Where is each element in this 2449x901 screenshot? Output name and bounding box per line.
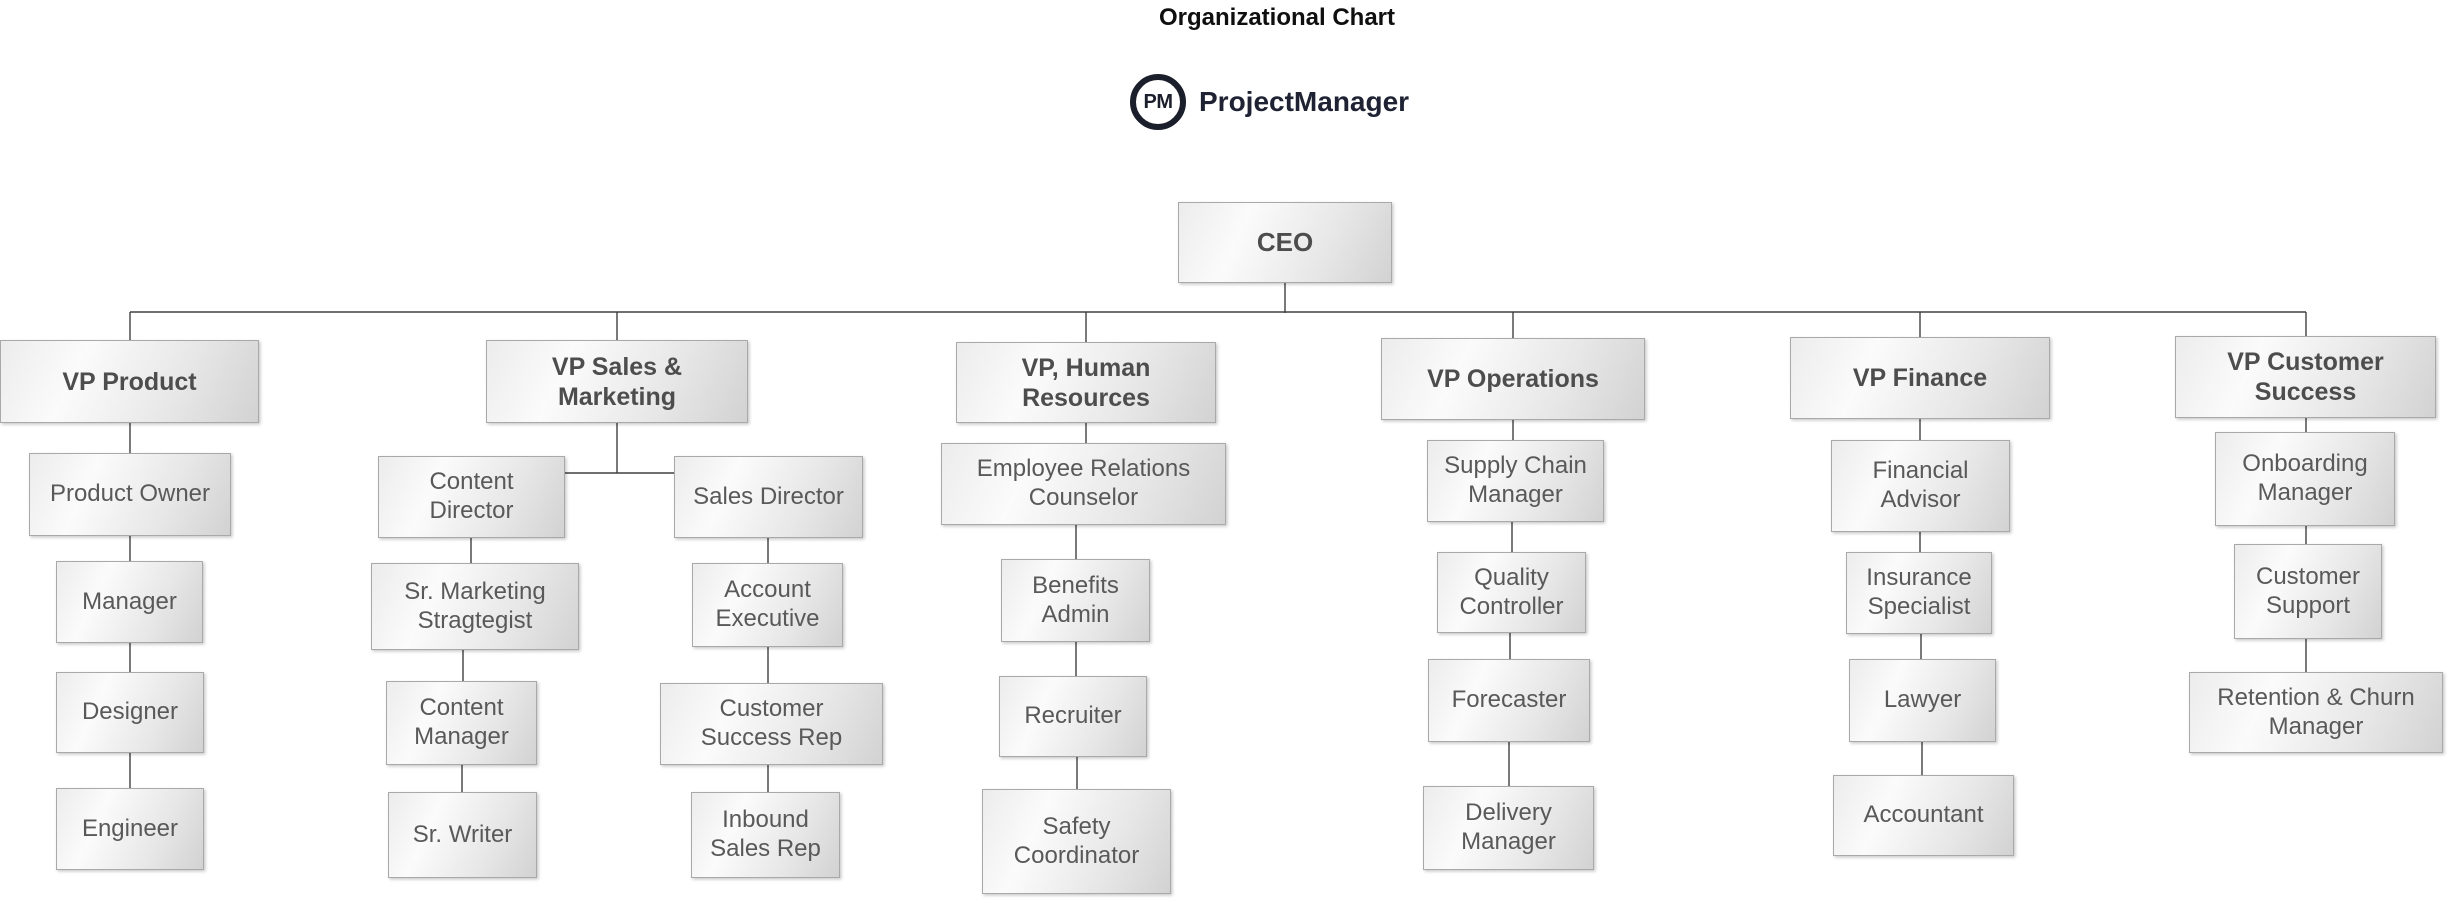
org-node-product-owner: Product Owner: [29, 453, 231, 536]
org-node-delivery-manager: Delivery Manager: [1423, 786, 1594, 870]
org-node-lawyer: Lawyer: [1849, 659, 1996, 742]
org-node-sr-writer: Sr. Writer: [388, 792, 537, 878]
org-node-designer: Designer: [56, 672, 204, 753]
org-node-employee-relations-counselor: Employee Relations Counselor: [941, 443, 1226, 525]
org-node-forecaster: Forecaster: [1428, 659, 1590, 742]
org-node-benefits-admin: Benefits Admin: [1001, 559, 1150, 642]
org-node-content-manager: Content Manager: [386, 681, 537, 765]
org-node-vp-operations: VP Operations: [1381, 338, 1645, 420]
org-node-vp-finance: VP Finance: [1790, 337, 2050, 419]
org-node-safety-coordinator: Safety Coordinator: [982, 789, 1171, 894]
org-node-engineer: Engineer: [56, 788, 204, 870]
org-node-manager: Manager: [56, 561, 203, 643]
org-node-accountant: Accountant: [1833, 775, 2014, 856]
org-node-content-director: Content Director: [378, 456, 565, 538]
org-node-retention-churn-manager: Retention & Churn Manager: [2189, 672, 2443, 753]
org-node-ceo: CEO: [1178, 202, 1392, 283]
brand-logo: PM ProjectManager: [1130, 74, 1409, 130]
org-node-supply-chain-manager: Supply Chain Manager: [1427, 440, 1604, 522]
page-title: Organizational Chart: [1158, 4, 1396, 31]
org-node-vp-product: VP Product: [0, 340, 259, 423]
org-node-vp-sales-marketing: VP Sales & Marketing: [486, 340, 748, 423]
org-node-vp-human-resources: VP, Human Resources: [956, 342, 1216, 423]
pm-monogram-text: PM: [1143, 90, 1174, 113]
org-node-customer-support: Customer Support: [2234, 544, 2382, 639]
pm-monogram-icon: PM: [1130, 74, 1186, 130]
org-node-account-executive: Account Executive: [692, 563, 843, 647]
brand-name: ProjectManager: [1199, 86, 1410, 117]
org-node-sr-marketing-strategist: Sr. Marketing Stragtegist: [371, 563, 579, 650]
org-node-insurance-specialist: Insurance Specialist: [1846, 552, 1992, 634]
org-node-vp-customer-success: VP Customer Success: [2175, 336, 2436, 418]
org-node-inbound-sales-rep: Inbound Sales Rep: [691, 792, 840, 878]
org-node-sales-director: Sales Director: [674, 456, 863, 538]
org-node-customer-success-rep: Customer Success Rep: [660, 683, 883, 765]
org-node-onboarding-manager: Onboarding Manager: [2215, 432, 2395, 526]
org-node-recruiter: Recruiter: [999, 676, 1147, 757]
org-node-financial-advisor: Financial Advisor: [1831, 440, 2010, 532]
org-node-quality-controller: Quality Controller: [1437, 552, 1586, 633]
